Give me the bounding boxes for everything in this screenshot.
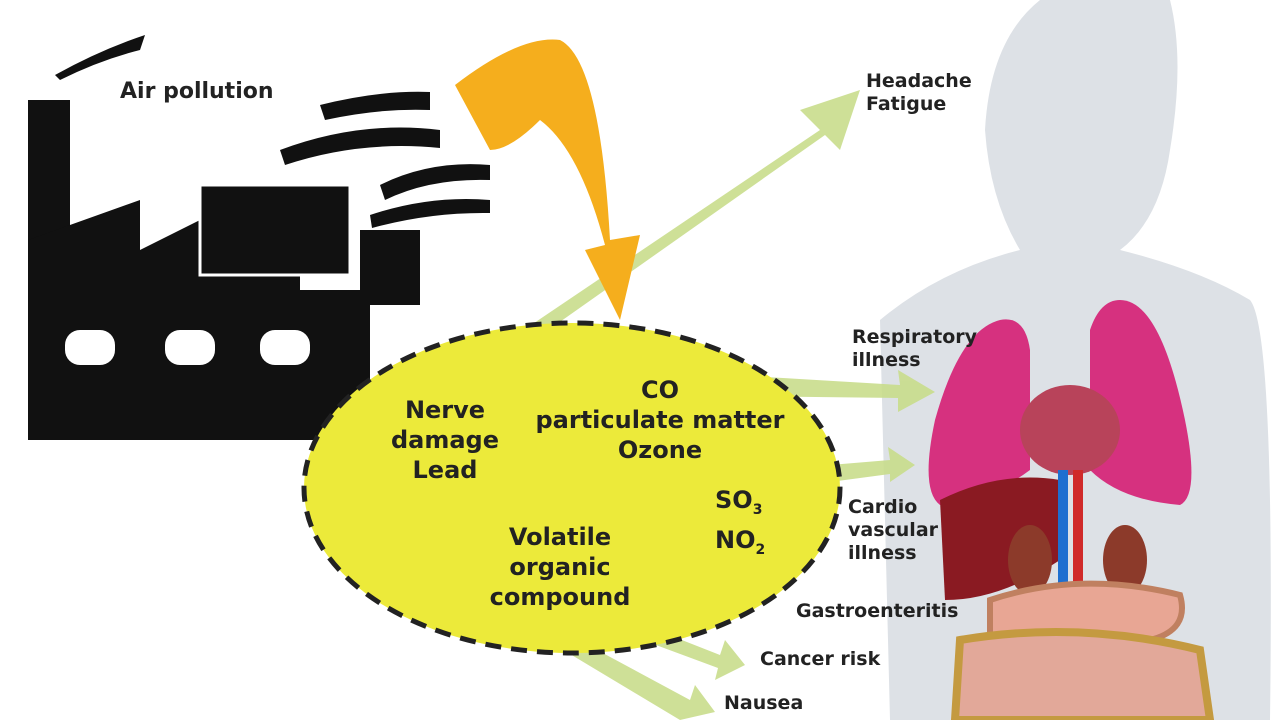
- so3-text: SO: [715, 486, 753, 514]
- effect-gastro: Gastroenteritis: [796, 600, 959, 622]
- pollutant-text: damage: [390, 426, 500, 454]
- air-pollution-label: Air pollution: [120, 79, 274, 104]
- right-lung: [1090, 300, 1192, 505]
- effect-text: Respiratory: [852, 326, 978, 348]
- effect-text: Headache: [866, 70, 972, 92]
- pollutant-text: particulate matter: [535, 406, 785, 434]
- lead-group: Nerve damage Lead: [375, 395, 515, 485]
- pollutant-text: Volatile: [508, 523, 612, 551]
- orange-arrow: [455, 39, 640, 321]
- effect-cardio: Cardio vascular illness: [848, 496, 938, 565]
- pollutant-text: Lead: [412, 456, 478, 484]
- factory-windows: [65, 330, 310, 365]
- no2-subscript: 2: [755, 541, 766, 558]
- factory-icon: [28, 35, 490, 440]
- effect-nausea: Nausea: [724, 692, 804, 714]
- pollutant-text: Ozone: [617, 436, 703, 464]
- effect-text: Cardio: [848, 496, 918, 518]
- left-lung: [928, 319, 1030, 505]
- intestines: [950, 628, 1215, 720]
- effect-headache: Headache Fatigue: [866, 70, 972, 116]
- voc-group: Volatile organic compound: [470, 522, 650, 612]
- effect-cancer: Cancer risk: [760, 648, 881, 670]
- pollutant-ellipse: [301, 320, 843, 656]
- left-kidney: [1008, 525, 1052, 595]
- effect-text: Fatigue: [866, 93, 947, 115]
- pollutant-text: organic: [509, 553, 611, 581]
- sox-nox-group: SO3 NO2: [715, 485, 785, 565]
- co-group: CO particulate matter Ozone: [510, 375, 810, 465]
- pollutant-text: CO: [640, 376, 679, 404]
- no2-text: NO: [715, 525, 756, 554]
- effect-respiratory: Respiratory illness: [852, 326, 977, 372]
- right-kidney: [1103, 525, 1147, 595]
- effect-text: vascular: [848, 519, 939, 541]
- so3-subscript: 3: [752, 501, 763, 518]
- effect-text: illness: [852, 349, 921, 371]
- aorta: [1058, 470, 1068, 610]
- effect-text: illness: [848, 542, 917, 564]
- vena-cava: [1073, 470, 1083, 610]
- pollutant-text: compound: [489, 583, 631, 611]
- heart: [1020, 385, 1120, 475]
- pollutant-text: Nerve: [404, 396, 486, 424]
